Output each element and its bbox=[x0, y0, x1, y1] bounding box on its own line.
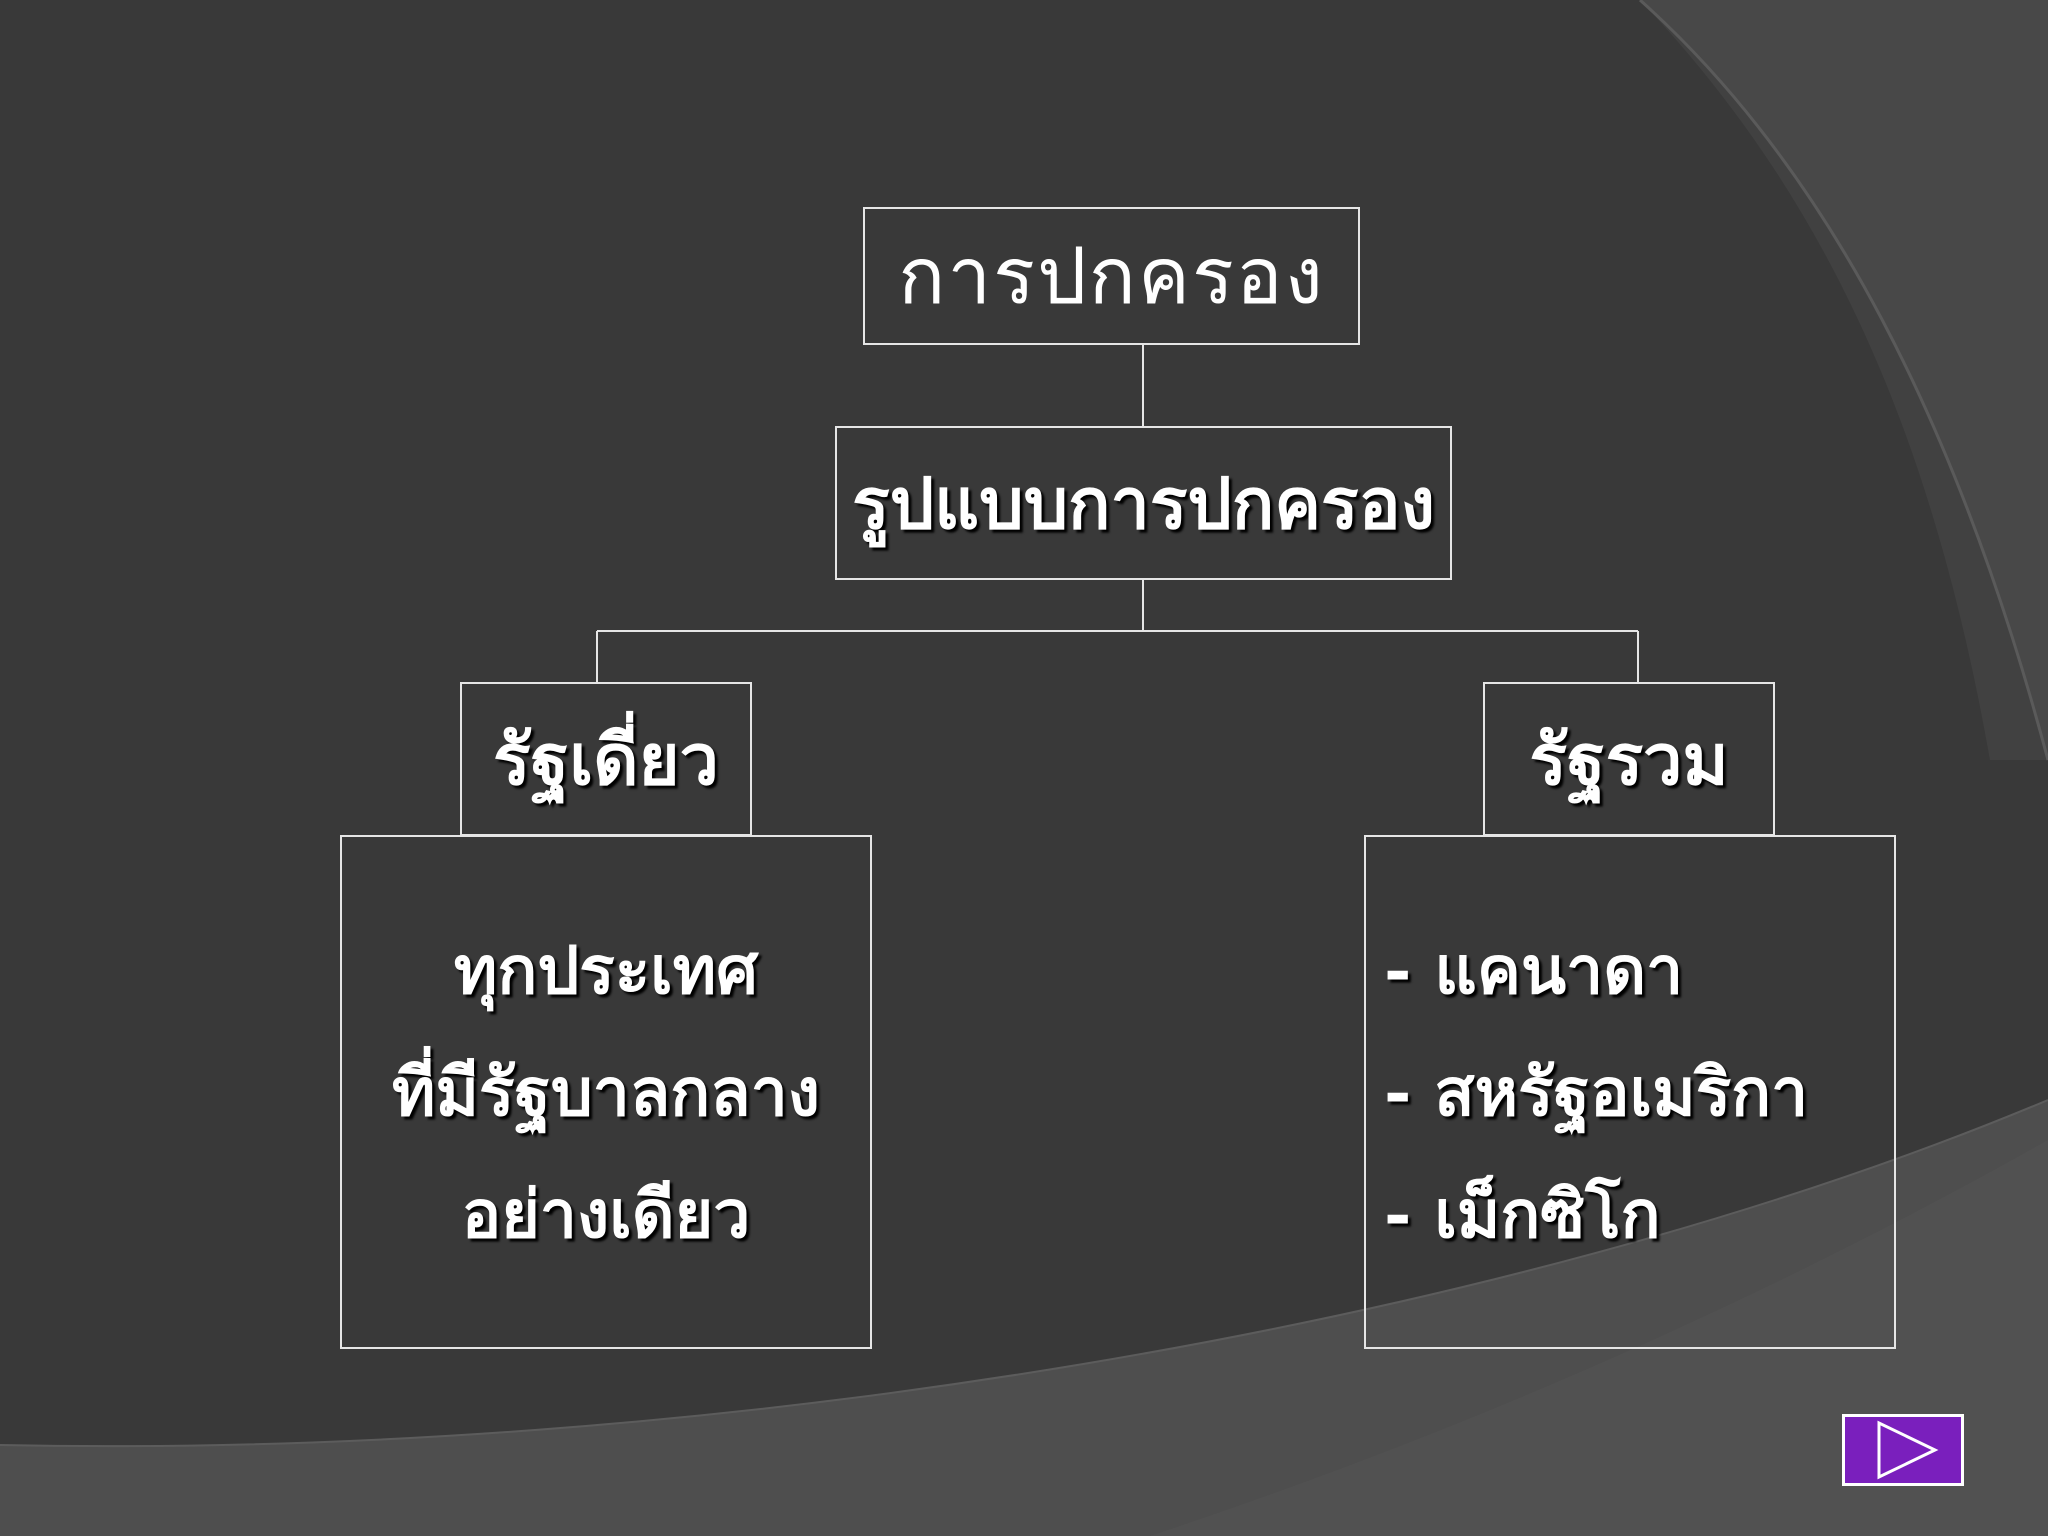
play-triangle-icon bbox=[1877, 1420, 1939, 1480]
unitary-state-node: รัฐเดี่ยว bbox=[460, 682, 752, 836]
unitary-description-line: อย่างเดียว bbox=[461, 1175, 751, 1253]
form-of-government-label: รูปแบบการปกครอง bbox=[852, 461, 1435, 545]
federal-state-label: รัฐรวม bbox=[1529, 717, 1729, 801]
next-slide-button[interactable] bbox=[1842, 1414, 1964, 1486]
bg-arc-inner bbox=[1640, 0, 2048, 760]
form-of-government-node: รูปแบบการปกครอง bbox=[835, 426, 1452, 580]
federal-state-examples: - แคนาดา - สหรัฐอเมริกา - เม็กซิโก bbox=[1364, 835, 1896, 1349]
bg-sweep-light bbox=[1150, 1140, 2048, 1536]
root-node: การปกครอง bbox=[863, 207, 1360, 345]
unitary-state-label: รัฐเดี่ยว bbox=[493, 717, 719, 801]
unitary-description-line: ที่มีรัฐบาลกลาง bbox=[392, 1053, 820, 1131]
federal-example-item: - เม็กซิโก bbox=[1384, 1175, 1661, 1253]
unitary-description-line: ทุกประเทศ bbox=[453, 931, 759, 1009]
root-node-label: การปกครอง bbox=[898, 232, 1325, 322]
federal-example-item: - สหรัฐอเมริกา bbox=[1384, 1053, 1809, 1131]
federal-state-node: รัฐรวม bbox=[1483, 682, 1775, 836]
unitary-state-description: ทุกประเทศ ที่มีรัฐบาลกลาง อย่างเดียว bbox=[340, 835, 872, 1349]
federal-example-item: - แคนาดา bbox=[1384, 931, 1684, 1009]
bg-sweep bbox=[0, 1100, 2048, 1536]
